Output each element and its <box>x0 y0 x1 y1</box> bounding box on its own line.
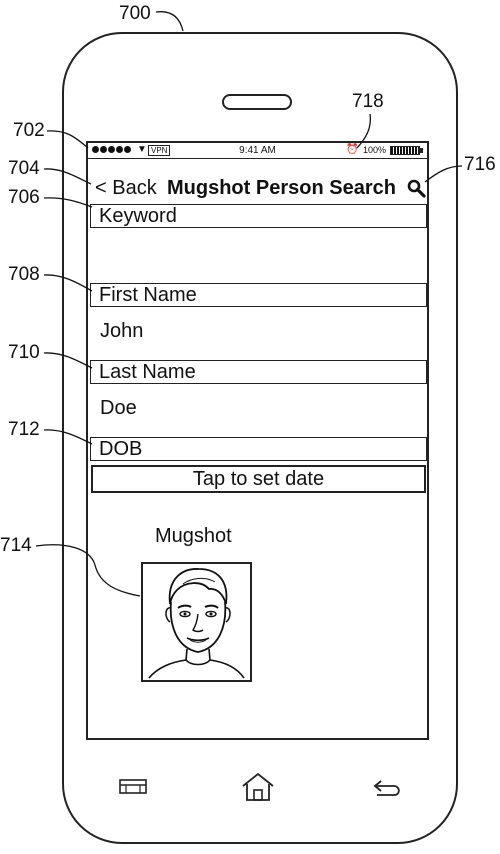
home-icon <box>242 772 274 801</box>
keyword-label: Keyword <box>90 204 427 228</box>
speaker-slot <box>222 94 292 110</box>
mugshot-label: Mugshot <box>155 525 232 547</box>
ref-device: 700 <box>119 3 151 24</box>
navigation-bar: < Back Mugshot Person Search <box>88 159 427 203</box>
ref-mugshot-image: 714 <box>0 535 32 556</box>
ref-keyword-field: 706 <box>8 187 40 208</box>
keyword-input[interactable] <box>90 228 427 276</box>
back-arrow-icon <box>373 780 400 796</box>
home-button[interactable] <box>240 771 276 803</box>
ref-status-indicator: 718 <box>352 91 384 112</box>
ref-search-button: 716 <box>464 154 496 175</box>
ref-dob-field: 712 <box>8 419 40 440</box>
wifi-icon: ▼ <box>137 144 147 155</box>
menu-button[interactable] <box>118 777 148 797</box>
search-button[interactable] <box>407 178 427 198</box>
mugshot-frame <box>141 562 252 682</box>
last-name-input[interactable]: Doe <box>100 397 137 419</box>
dob-label: DOB <box>90 437 427 461</box>
return-button[interactable] <box>372 776 404 800</box>
ref-last-name-field: 710 <box>8 342 40 363</box>
set-date-button[interactable]: Tap to set date <box>91 465 426 493</box>
signal-strength-icon <box>92 146 131 153</box>
first-name-label: First Name <box>90 283 427 307</box>
magnifier-icon <box>407 179 426 198</box>
vpn-badge: VPN <box>148 145 171 156</box>
battery-icon <box>390 146 420 155</box>
last-name-label: Last Name <box>90 360 427 384</box>
ref-first-name-field: 708 <box>8 264 40 285</box>
first-name-input[interactable]: John <box>100 320 144 342</box>
ref-back-button: 704 <box>8 158 40 179</box>
ref-status-bar: 702 <box>13 120 45 141</box>
battery-percent: 100% <box>363 145 387 155</box>
back-button[interactable]: < Back <box>95 177 157 199</box>
status-time: 9:41 AM <box>239 145 276 156</box>
menu-icon <box>119 779 147 794</box>
status-bar: ▼ VPN 9:41 AM ⏰ 100% <box>88 143 427 159</box>
battery-tip <box>420 148 423 153</box>
app-screen: ▼ VPN 9:41 AM ⏰ 100% < Back Mugshot Pers… <box>86 141 429 740</box>
screen-title: Mugshot Person Search <box>167 177 396 199</box>
alarm-clock-icon: ⏰ <box>346 144 359 155</box>
mugshot-portrait-icon <box>148 568 245 679</box>
